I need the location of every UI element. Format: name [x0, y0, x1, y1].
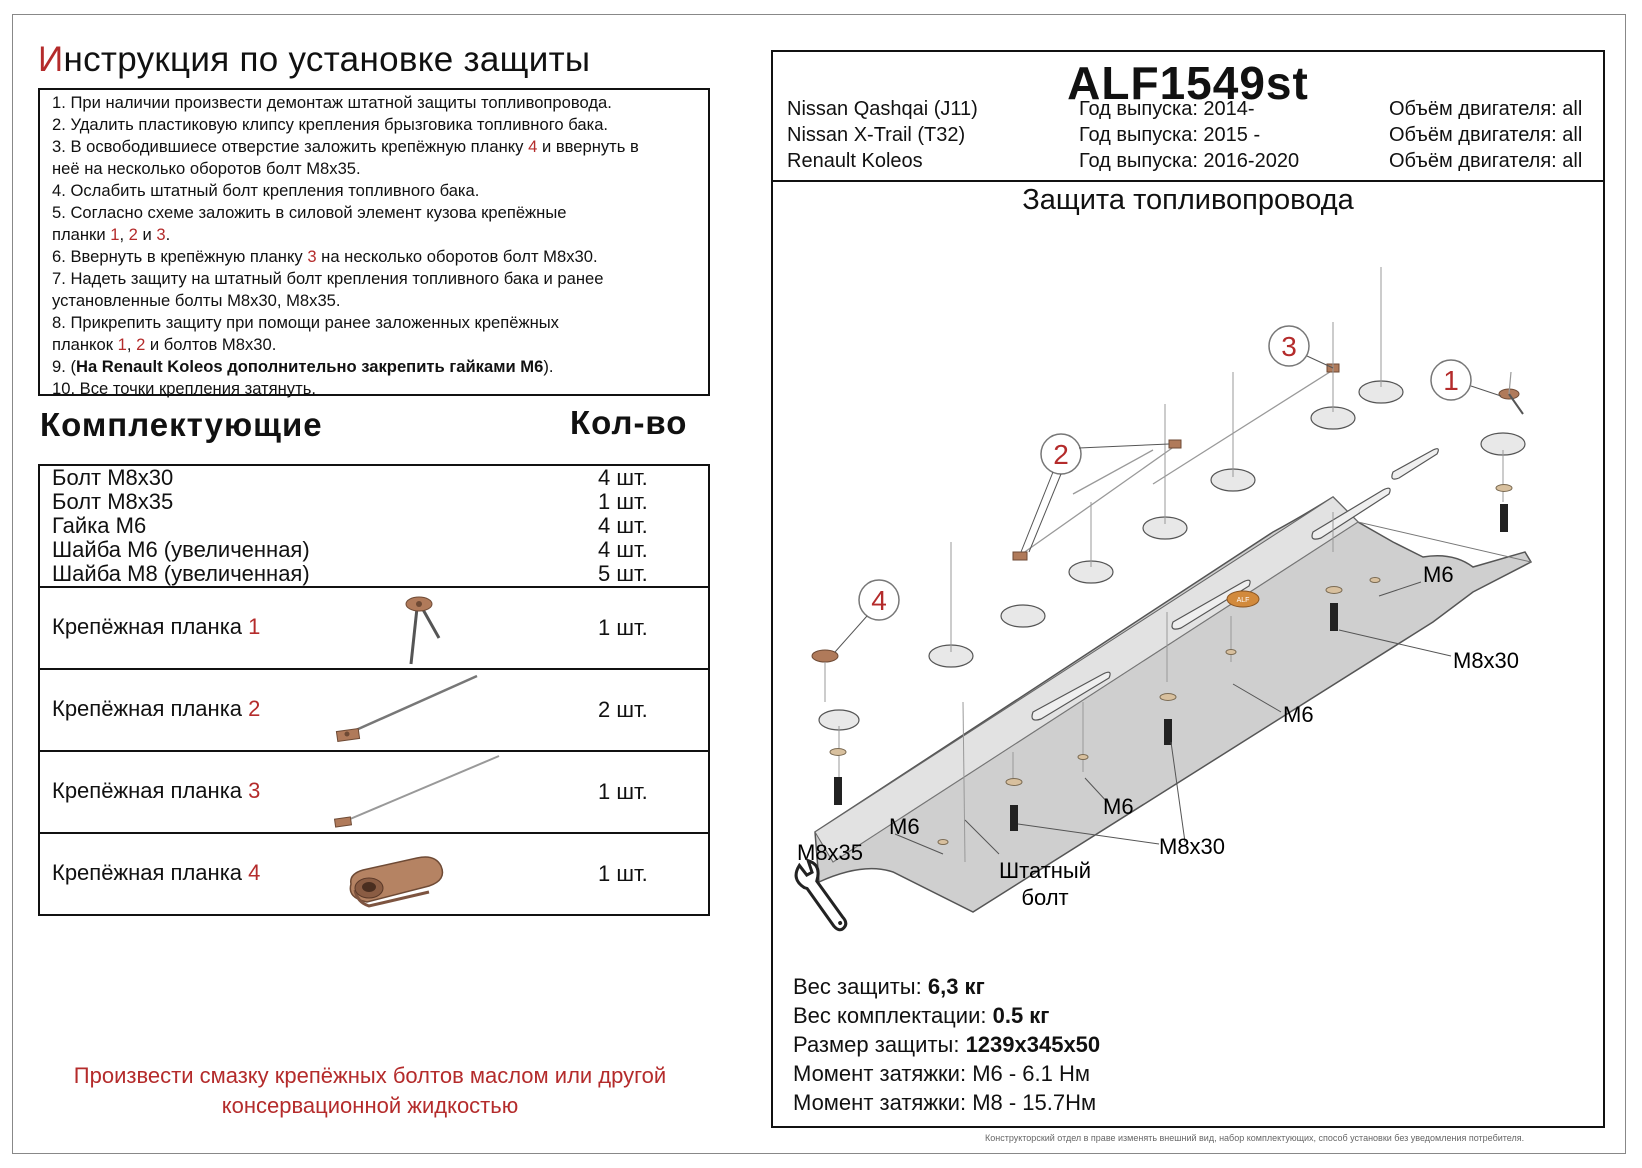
plate-4-image [349, 856, 443, 908]
plate-3-image [333, 755, 499, 828]
step-2: 2. Удалить пластиковую клипсу крепления … [52, 115, 609, 134]
specs: Вес защиты: 6,3 кг Вес комплектации: 0.5… [793, 972, 1100, 1117]
instructions-title: Инструкция по установке защиты [38, 40, 590, 80]
table-row: Шайба М8 (увеличенная)5 шт. [38, 562, 710, 588]
vehicle-engine-3: Объём двигателя: all [1389, 150, 1583, 172]
spec-kit-weight: Вес комплектации: 0.5 кг [793, 1003, 1050, 1028]
step-7-cont: установленные болты М8х30, М8х35. [52, 291, 341, 310]
svg-text:4: 4 [871, 585, 887, 616]
qty-title: Кол-во [570, 404, 688, 441]
step-6: 6. Ввернуть в крепёжную планку 3 на неск… [52, 247, 598, 266]
header-divider [773, 180, 1603, 182]
vehicle-model-2: Nissan X-Trail (T32) [787, 124, 966, 146]
vehicle-model-1: Nissan Qashqai (J11) [787, 98, 978, 120]
table-row-plate-3: Крепёжная планка 3 1 шт. [38, 750, 710, 834]
plate-stamp: ALF [1237, 597, 1250, 604]
disclaimer: Конструкторский отдел в праве изменять в… [985, 1133, 1525, 1143]
title-initial: И [38, 40, 64, 79]
wrench-icon [794, 858, 848, 932]
table-row: Шайба М6 (увеличенная)4 шт. [38, 538, 710, 562]
vehicle-year-1: Год выпуска: 2014- [1079, 98, 1255, 120]
callout-1: 1 [1430, 359, 1502, 401]
installation-diagram: ALF [794, 267, 1533, 932]
spec-size: Размер защиты: 1239х345х50 [793, 1032, 1101, 1057]
spec-torque-m8: Момент затяжки: М8 - 15.7Нм [793, 1090, 1097, 1115]
step-5: 5. Согласно схеме заложить в силовой эле… [52, 203, 567, 222]
product-code: ALF1549st [1067, 57, 1309, 109]
vehicle-model-3: Renault Koleos [787, 150, 923, 172]
vehicle-engine-1: Объём двигателя: all [1389, 98, 1583, 120]
label-stock-bolt-1: Штатный [999, 858, 1091, 883]
table-row-plate-4: Крепёжная планка 4 1 шт. [38, 832, 710, 916]
step-3-cont: неё на несколько оборотов болт М8х35. [52, 159, 361, 178]
table-row-plate-2: Крепёжная планка 2 2 шт. [38, 668, 710, 752]
spec-weight: Вес защиты: 6,3 кг [793, 974, 985, 999]
spec-torque-m6: Момент затяжки: М6 - 6.1 Нм [793, 1061, 1091, 1086]
table-row-plate-1: Крепёжная планка 1 1 шт. [38, 586, 710, 670]
plate-1-image [405, 596, 440, 665]
product-title: Защита топливопровода [1022, 184, 1354, 216]
note-line-2: консервационной жидкостью [221, 1093, 519, 1118]
step-10: 10. Все точки крепления затянуть. [52, 379, 316, 398]
step-1: 1. При наличии произвести демонтаж штатн… [52, 93, 612, 112]
label-m6-a: М6 [1423, 562, 1454, 587]
label-m6-c: М6 [1103, 794, 1134, 819]
step-8-cont: планкок 1, 2 и болтов М8х30. [52, 335, 277, 354]
callout-3: 3 [1268, 325, 1334, 369]
step-8: 8. Прикрепить защиту при помощи ранее за… [52, 313, 559, 332]
title-rest: нструкция по установке защиты [63, 40, 591, 79]
page-frame [12, 14, 1626, 1154]
lubrication-note: Произвести смазку крепёжных болтов масло… [40, 1061, 700, 1121]
protection-plate [814, 496, 1533, 913]
callout-4: 4 [834, 579, 900, 653]
label-m8x30-a: М8х30 [1453, 648, 1519, 673]
step-4: 4. Ослабить штатный болт крепления топли… [52, 181, 480, 200]
label-m8x30-b: М8х30 [1159, 834, 1225, 859]
svg-text:2: 2 [1053, 439, 1069, 470]
note-line-1: Произвести смазку крепёжных болтов масло… [73, 1063, 667, 1088]
step-5-cont: планки 1, 2 и 3. [52, 225, 171, 244]
instructions-steps: 1. При наличии произвести демонтаж штатн… [38, 88, 710, 398]
vehicle-engine-2: Объём двигателя: all [1389, 124, 1583, 146]
kit-title: Комплектующие [40, 406, 323, 443]
callout-2: 2 [1020, 433, 1170, 553]
label-stock-bolt-2: болт [1021, 885, 1068, 910]
plate-2-image [335, 674, 478, 743]
step-7: 7. Надеть защиту на штатный болт креплен… [52, 269, 604, 288]
vehicle-year-3: Год выпуска: 2016-2020 [1079, 150, 1300, 172]
vehicle-year-2: Год выпуска: 2015 - [1079, 124, 1261, 146]
product-box: ALF1549st Nissan Qashqai (J11) Год выпус… [771, 50, 1605, 1128]
step-9: 9. (На Renault Koleos дополнительно закр… [52, 357, 554, 376]
label-m6-d: М6 [889, 814, 920, 839]
step-3: 3. В освободившиесе отверстие заложить к… [52, 137, 639, 156]
label-m6-b: М6 [1283, 702, 1314, 727]
svg-text:1: 1 [1443, 365, 1459, 396]
svg-text:3: 3 [1281, 331, 1297, 362]
